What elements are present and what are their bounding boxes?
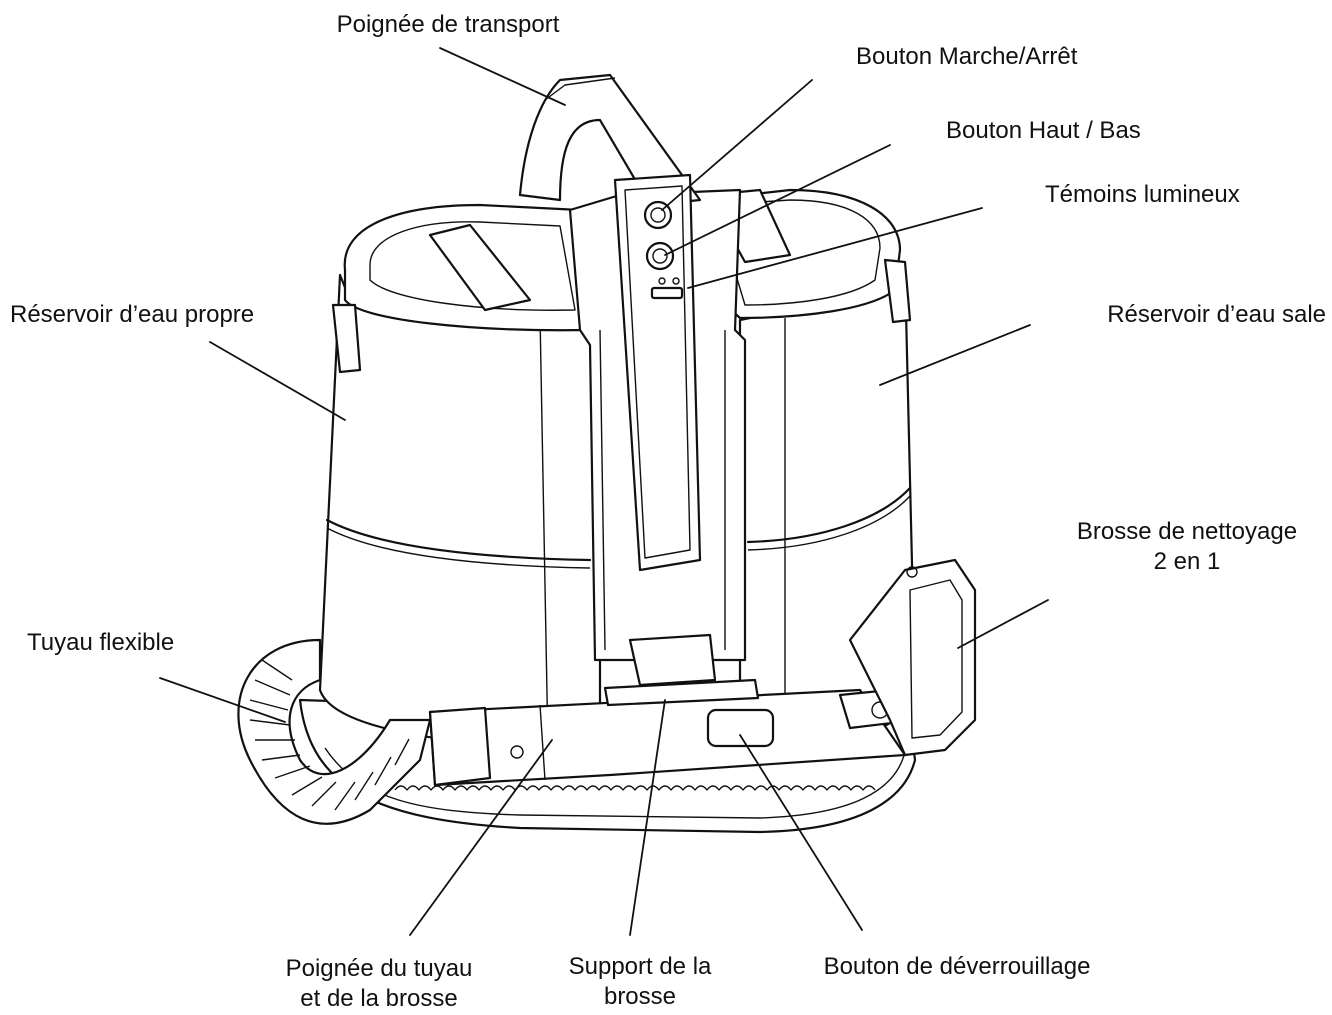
- leader-indicator-lights: [687, 207, 983, 289]
- control-panel: [613, 173, 702, 572]
- label-carry-handle: Poignée de transport: [336, 11, 560, 38]
- tank-lids: [331, 188, 912, 374]
- leader-lines: [159, 47, 1049, 936]
- leader-up-down-button: [664, 144, 891, 256]
- leader-dirty-water-tank: [879, 324, 1031, 386]
- cleaning-brush: [848, 558, 977, 757]
- label-brush-support-line-2: brosse: [603, 983, 677, 1010]
- label-dirty-water-tank: Réservoir d’eau sale: [1107, 301, 1326, 328]
- flexible-hose: [237, 638, 432, 825]
- label-brush-support-line-1: Support de la: [568, 953, 712, 980]
- label-brush-support: Support de la brosse: [569, 952, 712, 1012]
- label-up-down-button: Bouton Haut / Bas: [946, 117, 1141, 144]
- hose-brush-handle: [428, 678, 907, 787]
- label-flexible-hose: Tuyau flexible: [27, 629, 175, 656]
- leader-cleaning-brush: [957, 599, 1049, 649]
- label-indicator-lights: Témoins lumineux: [1045, 181, 1240, 208]
- label-release-button: Bouton de déverrouillage: [823, 953, 1091, 980]
- label-hose-brush-handle: Poignée du tuyau et de la brosse: [286, 954, 473, 1014]
- label-cleaning-brush-line-2: 2 en 1: [1153, 548, 1221, 575]
- leader-carry-handle: [439, 47, 566, 106]
- leader-power-button: [661, 79, 813, 211]
- label-power-button: Bouton Marche/Arrêt: [856, 43, 1078, 70]
- label-cleaning-brush-line-1: Brosse de nettoyage: [1076, 518, 1298, 545]
- leader-release-button: [739, 734, 863, 931]
- carry-handle: [518, 73, 702, 207]
- label-clean-water-tank: Réservoir d’eau propre: [10, 301, 255, 328]
- leader-brush-support: [629, 699, 666, 936]
- label-cleaning-brush: Brosse de nettoyage 2 en 1: [1077, 517, 1297, 577]
- label-hose-brush-handle-line-1: Poignée du tuyau: [285, 955, 473, 982]
- leader-hose-brush-handle: [409, 739, 553, 936]
- leader-clean-water-tank: [209, 341, 346, 421]
- leader-flexible-hose: [159, 677, 286, 723]
- label-hose-brush-handle-line-2: et de la brosse: [300, 985, 458, 1012]
